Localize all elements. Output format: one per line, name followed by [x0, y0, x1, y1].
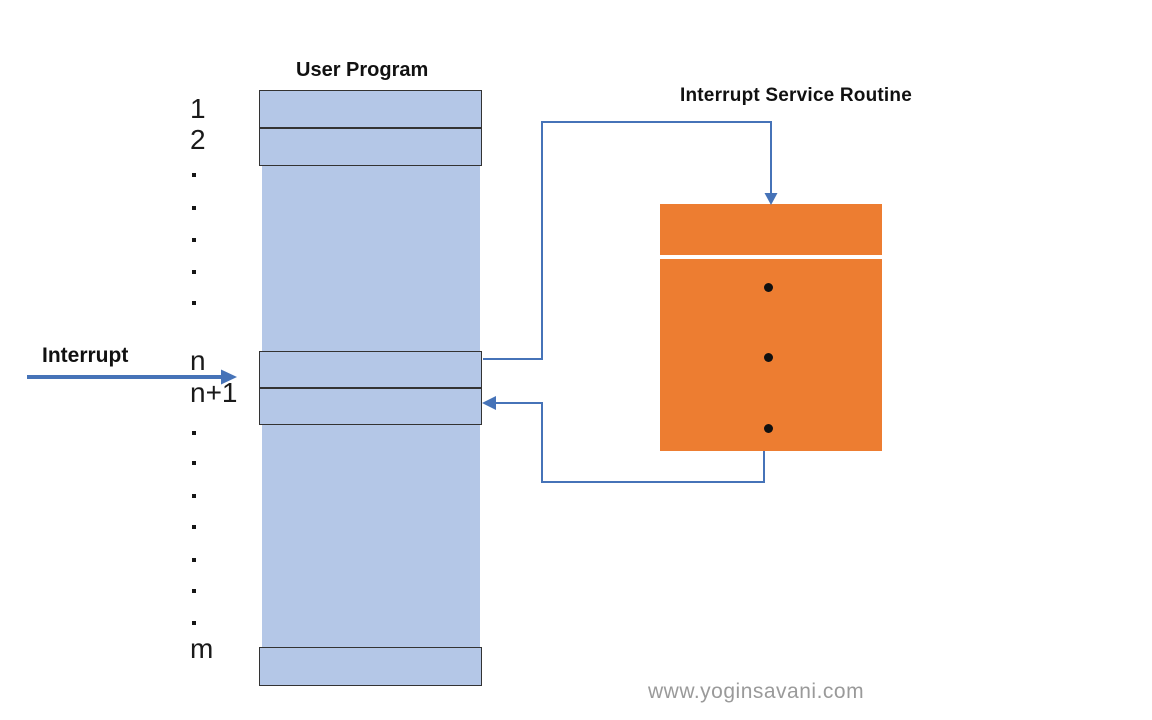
isr-ellipsis-dot: [764, 353, 773, 362]
isr-ellipsis-dot: [764, 424, 773, 433]
watermark: www.yoginsavani.com: [648, 680, 865, 703]
interrupt-label: Interrupt: [42, 344, 129, 367]
program-line-label: m: [190, 633, 214, 664]
program-ellipsis-dot: [192, 173, 196, 177]
program-line-label: n+1: [190, 377, 238, 408]
program-box-line-n1: [259, 388, 482, 425]
program-ellipsis-dot: [192, 621, 196, 625]
program-box-line-m: [259, 647, 482, 686]
isr-title: Interrupt Service Routine: [680, 85, 912, 106]
isr-box-header: [660, 204, 882, 255]
program-ellipsis-dot: [192, 431, 196, 435]
program-ellipsis-dot: [192, 525, 196, 529]
program-ellipsis-dot: [192, 461, 196, 465]
program-ellipsis-dot: [192, 206, 196, 210]
program-line-label: 2: [190, 124, 206, 155]
isr-return-arrowhead: [482, 396, 496, 410]
program-ellipsis-dot: [192, 270, 196, 274]
user-program-title: User Program: [296, 59, 429, 81]
program-box-line-n: [259, 351, 482, 388]
isr-ellipsis-dot: [764, 283, 773, 292]
program-ellipsis-dot: [192, 589, 196, 593]
program-ellipsis-dot: [192, 494, 196, 498]
program-line-label: n: [190, 345, 206, 376]
program-ellipsis-dot: [192, 301, 196, 305]
program-ellipsis-dot: [192, 558, 196, 562]
program-box-line-1: [259, 90, 482, 128]
program-ellipsis-dot: [192, 238, 196, 242]
program-line-label: 1: [190, 93, 206, 124]
program-box-line-2: [259, 128, 482, 166]
